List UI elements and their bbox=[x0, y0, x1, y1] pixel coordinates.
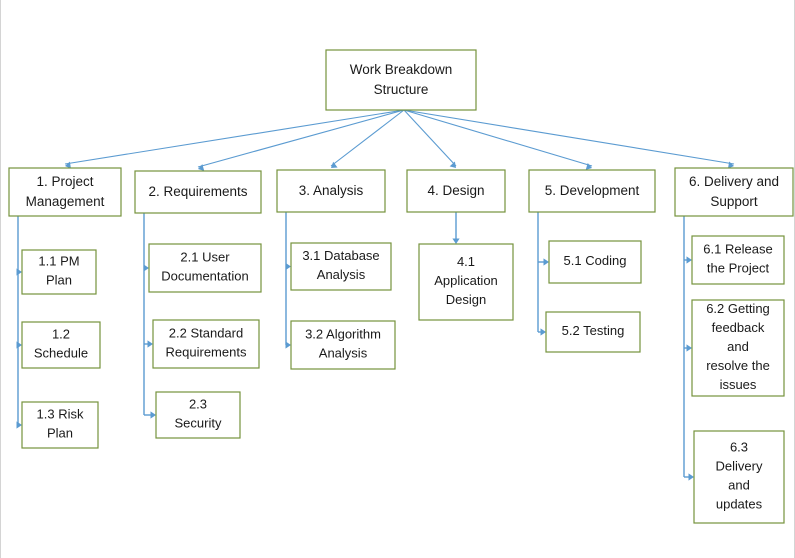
arrow-head-icon bbox=[331, 161, 338, 168]
task-node-1-1-rect bbox=[21, 249, 97, 295]
connector-line bbox=[403, 109, 457, 167]
branch-node-2-label: 2. Requirements bbox=[148, 184, 247, 199]
branch-node-4-rect bbox=[406, 169, 506, 213]
arrow-head-icon bbox=[198, 164, 205, 172]
task-node-3-1-rect bbox=[290, 242, 392, 291]
arrow-head-icon bbox=[686, 256, 692, 264]
arrow-head-icon bbox=[449, 161, 456, 168]
connector-line bbox=[64, 109, 405, 165]
connector-layer bbox=[16, 109, 735, 481]
branch-node-5[interactable]: 5. Development bbox=[528, 169, 656, 213]
arrow-head-icon bbox=[540, 328, 546, 336]
task-node-2-2-rect bbox=[152, 319, 260, 369]
task-node-5-2-label: 5.2 Testing bbox=[562, 323, 625, 338]
connector-line bbox=[403, 109, 593, 167]
arrow-head-icon bbox=[16, 421, 22, 429]
connector-line bbox=[330, 109, 405, 167]
task-node-6-1-rect bbox=[691, 235, 785, 285]
branch-node-2[interactable]: 2. Requirements bbox=[134, 170, 262, 214]
branch-node-3-rect bbox=[276, 169, 386, 213]
arrow-head-icon bbox=[452, 238, 460, 244]
arrow-head-icon bbox=[688, 473, 694, 481]
arrow-head-icon bbox=[150, 411, 156, 419]
branch-node-4[interactable]: 4. Design bbox=[406, 169, 506, 213]
task-node-4-1-rect bbox=[418, 243, 514, 321]
arrow-head-icon bbox=[585, 162, 592, 170]
task-node-6-3-rect bbox=[693, 430, 785, 524]
branch-node-4-label: 4. Design bbox=[427, 183, 484, 198]
task-node-6-2-rect bbox=[691, 299, 785, 397]
arrow-head-icon bbox=[686, 344, 692, 352]
connector-line bbox=[403, 109, 735, 165]
arrow-head-icon bbox=[65, 161, 71, 169]
arrow-head-icon bbox=[147, 340, 153, 348]
branch-node-2-rect bbox=[134, 170, 262, 214]
task-node-1-2-rect bbox=[21, 321, 101, 369]
arrow-head-icon bbox=[16, 341, 22, 349]
branch-node-6-rect bbox=[674, 167, 794, 217]
arrow-head-icon bbox=[285, 341, 291, 349]
branch-node-3-label: 3. Analysis bbox=[299, 183, 364, 198]
task-node-5-1-label: 5.1 Coding bbox=[564, 253, 627, 268]
root-node-rect bbox=[325, 49, 477, 111]
arrow-head-icon bbox=[543, 258, 549, 266]
connector-line bbox=[197, 109, 405, 168]
task-node-2-1-rect bbox=[148, 243, 262, 293]
task-node-3-2-rect bbox=[290, 320, 396, 370]
branch-node-3[interactable]: 3. Analysis bbox=[276, 169, 386, 213]
task-node-2-3-rect bbox=[155, 391, 241, 439]
branch-node-5-label: 5. Development bbox=[545, 183, 640, 198]
arrow-head-icon bbox=[143, 264, 149, 272]
task-node-5-2-rect bbox=[545, 311, 641, 353]
arrow-head-icon bbox=[16, 268, 22, 276]
arrow-head-icon bbox=[727, 161, 734, 169]
task-node-1-3-rect bbox=[21, 401, 99, 449]
branch-node-5-rect bbox=[528, 169, 656, 213]
task-node-5-1[interactable]: 5.1 Coding bbox=[548, 240, 642, 284]
branch-node-1-rect bbox=[8, 167, 122, 217]
task-node-5-1-rect bbox=[548, 240, 642, 284]
task-node-5-2[interactable]: 5.2 Testing bbox=[545, 311, 641, 353]
arrow-head-icon bbox=[285, 262, 291, 271]
